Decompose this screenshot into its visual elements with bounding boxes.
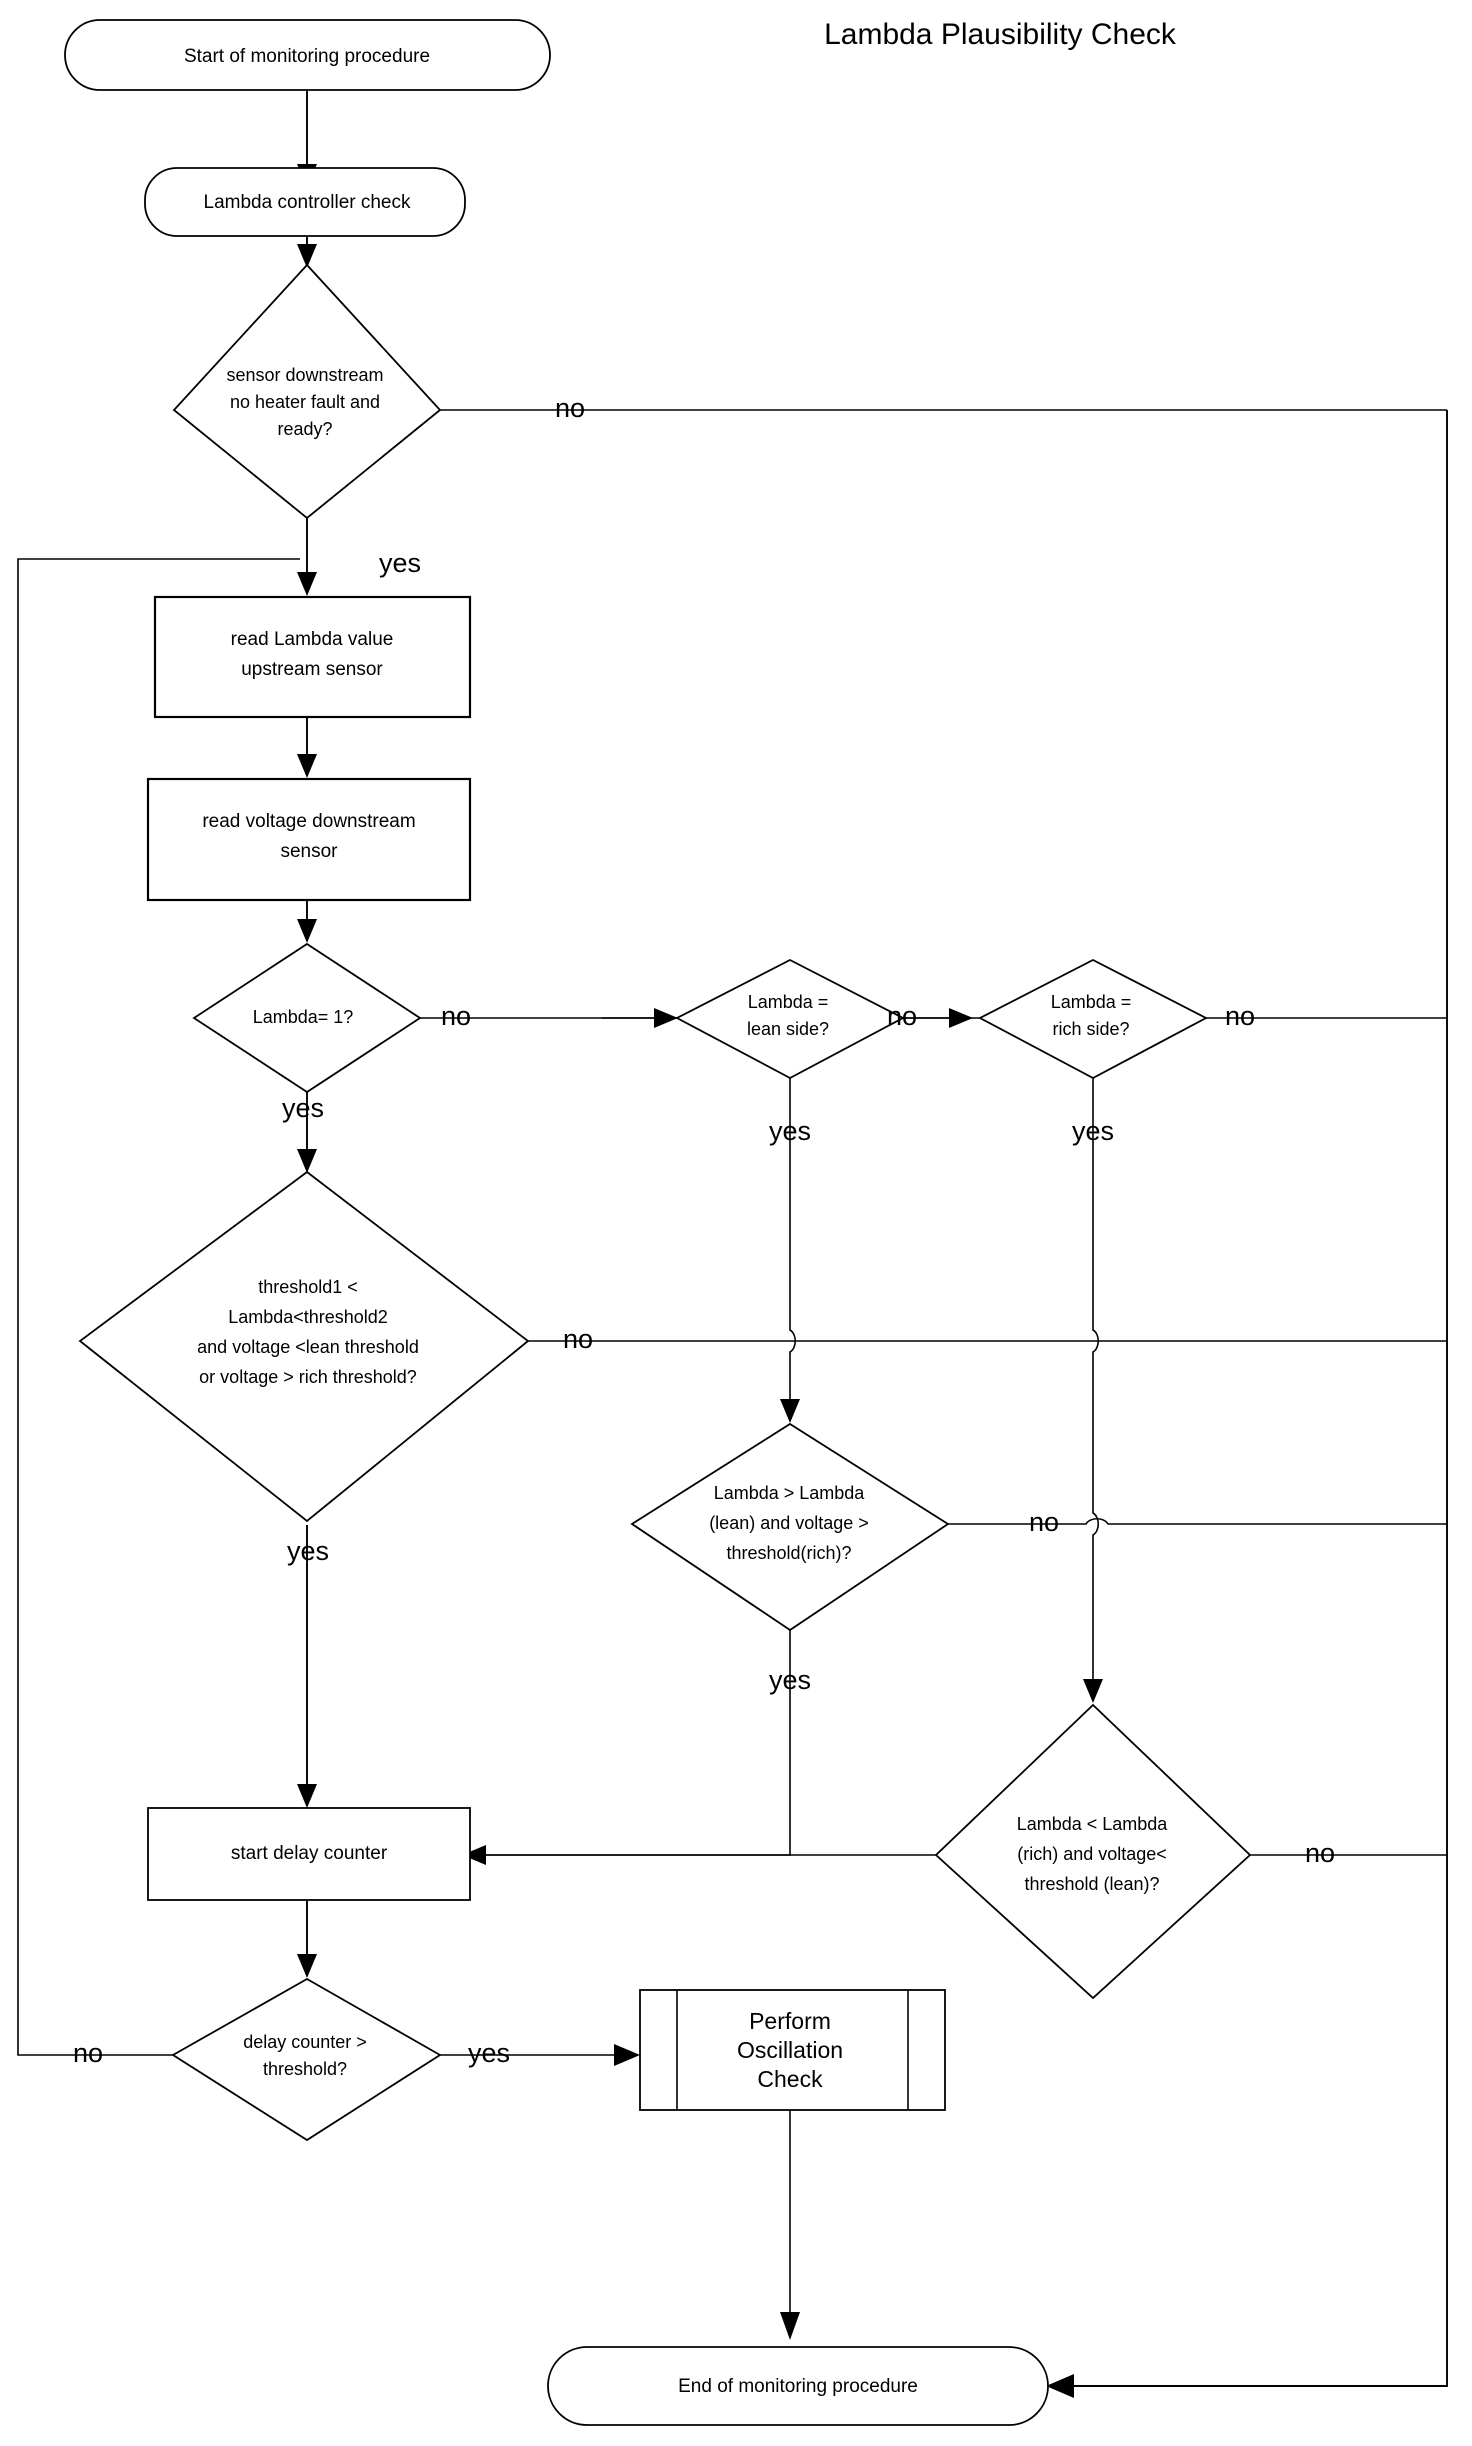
arrowhead-controller-to-sensor (297, 244, 317, 268)
edge-label-rich-check-no: no (1305, 1838, 1335, 1868)
node-oscillation-check[interactable]: Perform Oscillation Check (639, 1989, 946, 2111)
controller-check-label: Lambda controller check (204, 192, 411, 213)
edge-right-rail (1070, 410, 1448, 2387)
edge-label-threshold-check-yes: yes (287, 1536, 329, 1566)
node-delay-counter[interactable]: start delay counter (147, 1807, 471, 1901)
arrowhead-lambdarich-yes (1083, 1679, 1103, 1703)
end-label: End of monitoring procedure (678, 2376, 918, 2397)
node-read-lambda[interactable]: read Lambda value upstream sensor (153, 595, 472, 719)
lambda-lean-line2: lean side? (747, 1019, 829, 1039)
lambda-rich-shape (978, 958, 1208, 1080)
sensor-ready-shape (172, 263, 442, 520)
edge-label-sensor-ready-no: no (555, 393, 585, 423)
node-start[interactable]: Start of monitoring procedure (64, 19, 551, 91)
edge-label-threshold-check-no: no (563, 1324, 593, 1354)
node-rich-check[interactable]: Lambda < Lambda (rich) and voltage< thre… (934, 1703, 1252, 2000)
node-threshold-check[interactable]: threshold1 < Lambda<threshold2 and volta… (78, 1170, 530, 1523)
rich-check-line3: threshold (lean)? (1024, 1874, 1159, 1894)
threshold-check-line1: threshold1 < (258, 1277, 358, 1297)
delay-counter-shape (147, 1807, 471, 1901)
lambda-rich-line1: Lambda = (1051, 992, 1132, 1012)
lambda-eq-one-shape (192, 942, 422, 1094)
delay-counter-label: start delay counter (231, 1843, 388, 1864)
edge-label-lean-check-yes: yes (769, 1665, 811, 1695)
edge-label-lambda-rich-no: no (1225, 1001, 1255, 1031)
edge-leancheck-yes (480, 1630, 791, 1856)
threshold-check-shape (78, 1170, 530, 1523)
edge-label-lambda-lean-no: no (887, 1001, 917, 1031)
edge-label-delay-threshold-no: no (73, 2038, 103, 2068)
arrowhead-leancheck-yes (462, 1845, 486, 1865)
diagram-title: Lambda Plausibility Check (824, 18, 1177, 51)
node-delay-threshold[interactable]: delay counter > threshold? (171, 1977, 442, 2142)
edge-lambdarich-yes (1092, 1075, 1100, 1685)
sensor-ready-line1: sensor downstream (226, 365, 383, 385)
arrowhead-lambdaeq1-yes (297, 1149, 317, 1173)
threshold-check-line3: and voltage <lean threshold (197, 1337, 419, 1357)
start-terminator-shape (64, 19, 551, 91)
lean-check-shape (630, 1422, 950, 1632)
edge-leancheck-no-to-rail (948, 1517, 1447, 1525)
threshold-check-line2: Lambda<threshold2 (228, 1307, 388, 1327)
arrowhead-oscillation-to-end (780, 2312, 800, 2340)
delay-threshold-line1: delay counter > (243, 2032, 367, 2052)
read-voltage-line1: read voltage downstream (202, 811, 415, 832)
read-voltage-shape (146, 777, 472, 902)
oscillation-check-line1: Perform (749, 2008, 831, 2034)
node-controller-check[interactable]: Lambda controller check (144, 167, 466, 237)
arrowhead-readvoltage-to-lambdaeq1 (297, 919, 317, 943)
node-read-voltage[interactable]: read voltage downstream sensor (146, 777, 472, 902)
rich-check-line1: Lambda < Lambda (1017, 1814, 1169, 1834)
arrowhead-delaycounter-to-delaythreshold (297, 1954, 317, 1978)
edge-label-lean-check-no: no (1029, 1507, 1059, 1537)
end-terminator-shape (547, 2346, 1049, 2426)
arrowhead-threshold-yes (297, 1784, 317, 1808)
arrowhead-right-rail-to-end (1046, 2374, 1074, 2398)
lean-check-line2: (lean) and voltage > (709, 1513, 869, 1533)
node-end[interactable]: End of monitoring procedure (547, 2346, 1049, 2426)
oscillation-check-line3: Check (757, 2066, 823, 2092)
edge-label-lambda-eq-one-no: no (441, 1001, 471, 1031)
arrowhead-lambdalean-yes (780, 1399, 800, 1423)
lean-check-line1: Lambda > Lambda (714, 1483, 866, 1503)
lambda-eq-one-line1: Lambda= 1? (253, 1007, 354, 1027)
edge-label-sensor-ready-yes: yes (379, 548, 421, 578)
delay-threshold-line2: threshold? (263, 2059, 347, 2079)
oscillation-check-shape (639, 1989, 946, 2111)
node-lambda-rich[interactable]: Lambda = rich side? (978, 958, 1208, 1080)
arrowhead-delaythreshold-yes (614, 2044, 640, 2066)
read-voltage-line2: sensor (280, 841, 338, 862)
rich-check-line2: (rich) and voltage< (1017, 1844, 1167, 1864)
lambda-lean-line1: Lambda = (748, 992, 829, 1012)
node-lean-check[interactable]: Lambda > Lambda (lean) and voltage > thr… (630, 1422, 950, 1632)
node-lambda-lean[interactable]: Lambda = lean side? (675, 958, 905, 1080)
controller-check-shape (144, 167, 466, 237)
lean-check-line3: threshold(rich)? (726, 1543, 851, 1563)
delay-threshold-shape (171, 1977, 442, 2142)
edge-delay-no-feedback-loop (17, 558, 300, 2056)
lambda-rich-line2: rich side? (1052, 1019, 1129, 1039)
edge-label-lambda-lean-yes: yes (769, 1116, 811, 1146)
lambda-lean-shape (675, 958, 905, 1080)
node-sensor-ready[interactable]: sensor downstream no heater fault and re… (172, 263, 442, 520)
edge-label-lambda-eq-one-yes: yes (282, 1093, 324, 1123)
start-label: Start of monitoring procedure (184, 46, 430, 67)
edge-label-delay-threshold-yes: yes (468, 2038, 510, 2068)
sensor-ready-line2: no heater fault and (230, 392, 380, 412)
arrowhead-sensor-yes (297, 572, 317, 596)
sensor-ready-line3: ready? (277, 419, 332, 439)
read-lambda-line1: read Lambda value (231, 629, 394, 650)
node-lambda-eq-one[interactable]: Lambda= 1? (192, 942, 422, 1094)
edge-label-lambda-rich-yes: yes (1072, 1116, 1114, 1146)
read-lambda-shape (153, 595, 472, 719)
rich-check-shape (934, 1703, 1252, 2000)
oscillation-check-line2: Oscillation (737, 2037, 843, 2063)
arrowhead-readlambda-to-readvoltage (297, 754, 317, 778)
threshold-check-line4: or voltage > rich threshold? (199, 1367, 417, 1387)
read-lambda-line2: upstream sensor (241, 659, 383, 680)
